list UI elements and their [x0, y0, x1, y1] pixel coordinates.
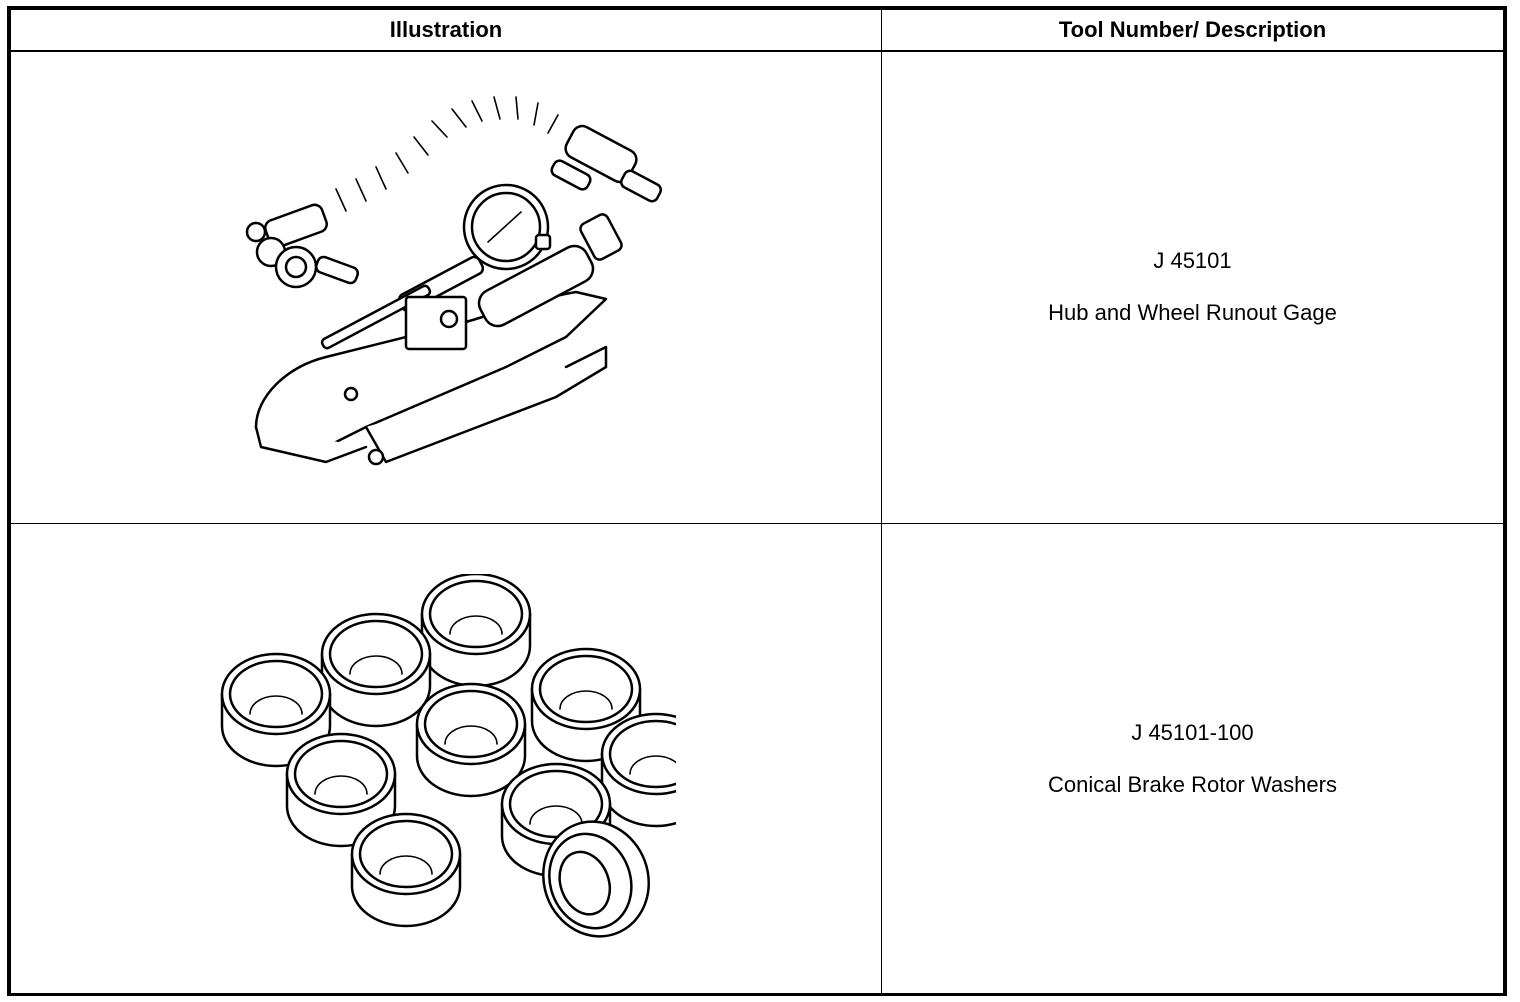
tool-description: Hub and Wheel Runout Gage — [1048, 300, 1337, 326]
washer-cup — [415, 682, 527, 798]
description-cell: J 45101 Hub and Wheel Runout Gage — [881, 50, 1504, 524]
tool-number: J 45101-100 — [1131, 720, 1254, 745]
runout-gage-illustration — [245, 86, 663, 466]
tool-description: Conical Brake Rotor Washers — [1048, 772, 1337, 797]
washer-cup — [542, 820, 650, 938]
washer-cup — [530, 647, 642, 763]
tool-table-sheet: Illustration Tool Number/ Description — [7, 6, 1507, 996]
table-row: J 45101 Hub and Wheel Runout Gage — [10, 50, 1504, 524]
header-row: Illustration Tool Number/ Description — [10, 9, 1504, 52]
washer-cup — [600, 712, 676, 828]
description-cell: J 45101-100 Conical Brake Rotor Washers — [881, 522, 1504, 996]
tool-number: J 45101 — [1153, 248, 1232, 274]
washer-cup — [320, 612, 432, 728]
tool-table: Illustration Tool Number/ Description — [10, 9, 1504, 996]
illustration-cell — [10, 50, 882, 524]
table-row: J 45101-100 Conical Brake Rotor Washers — [10, 522, 1504, 996]
illustration-header: Illustration — [10, 9, 882, 52]
illustration-cell — [10, 522, 882, 996]
washer-cup — [420, 574, 532, 688]
washer-cup — [350, 812, 462, 928]
conical-washers-illustration — [220, 574, 676, 938]
description-header: Tool Number/ Description — [881, 9, 1504, 52]
